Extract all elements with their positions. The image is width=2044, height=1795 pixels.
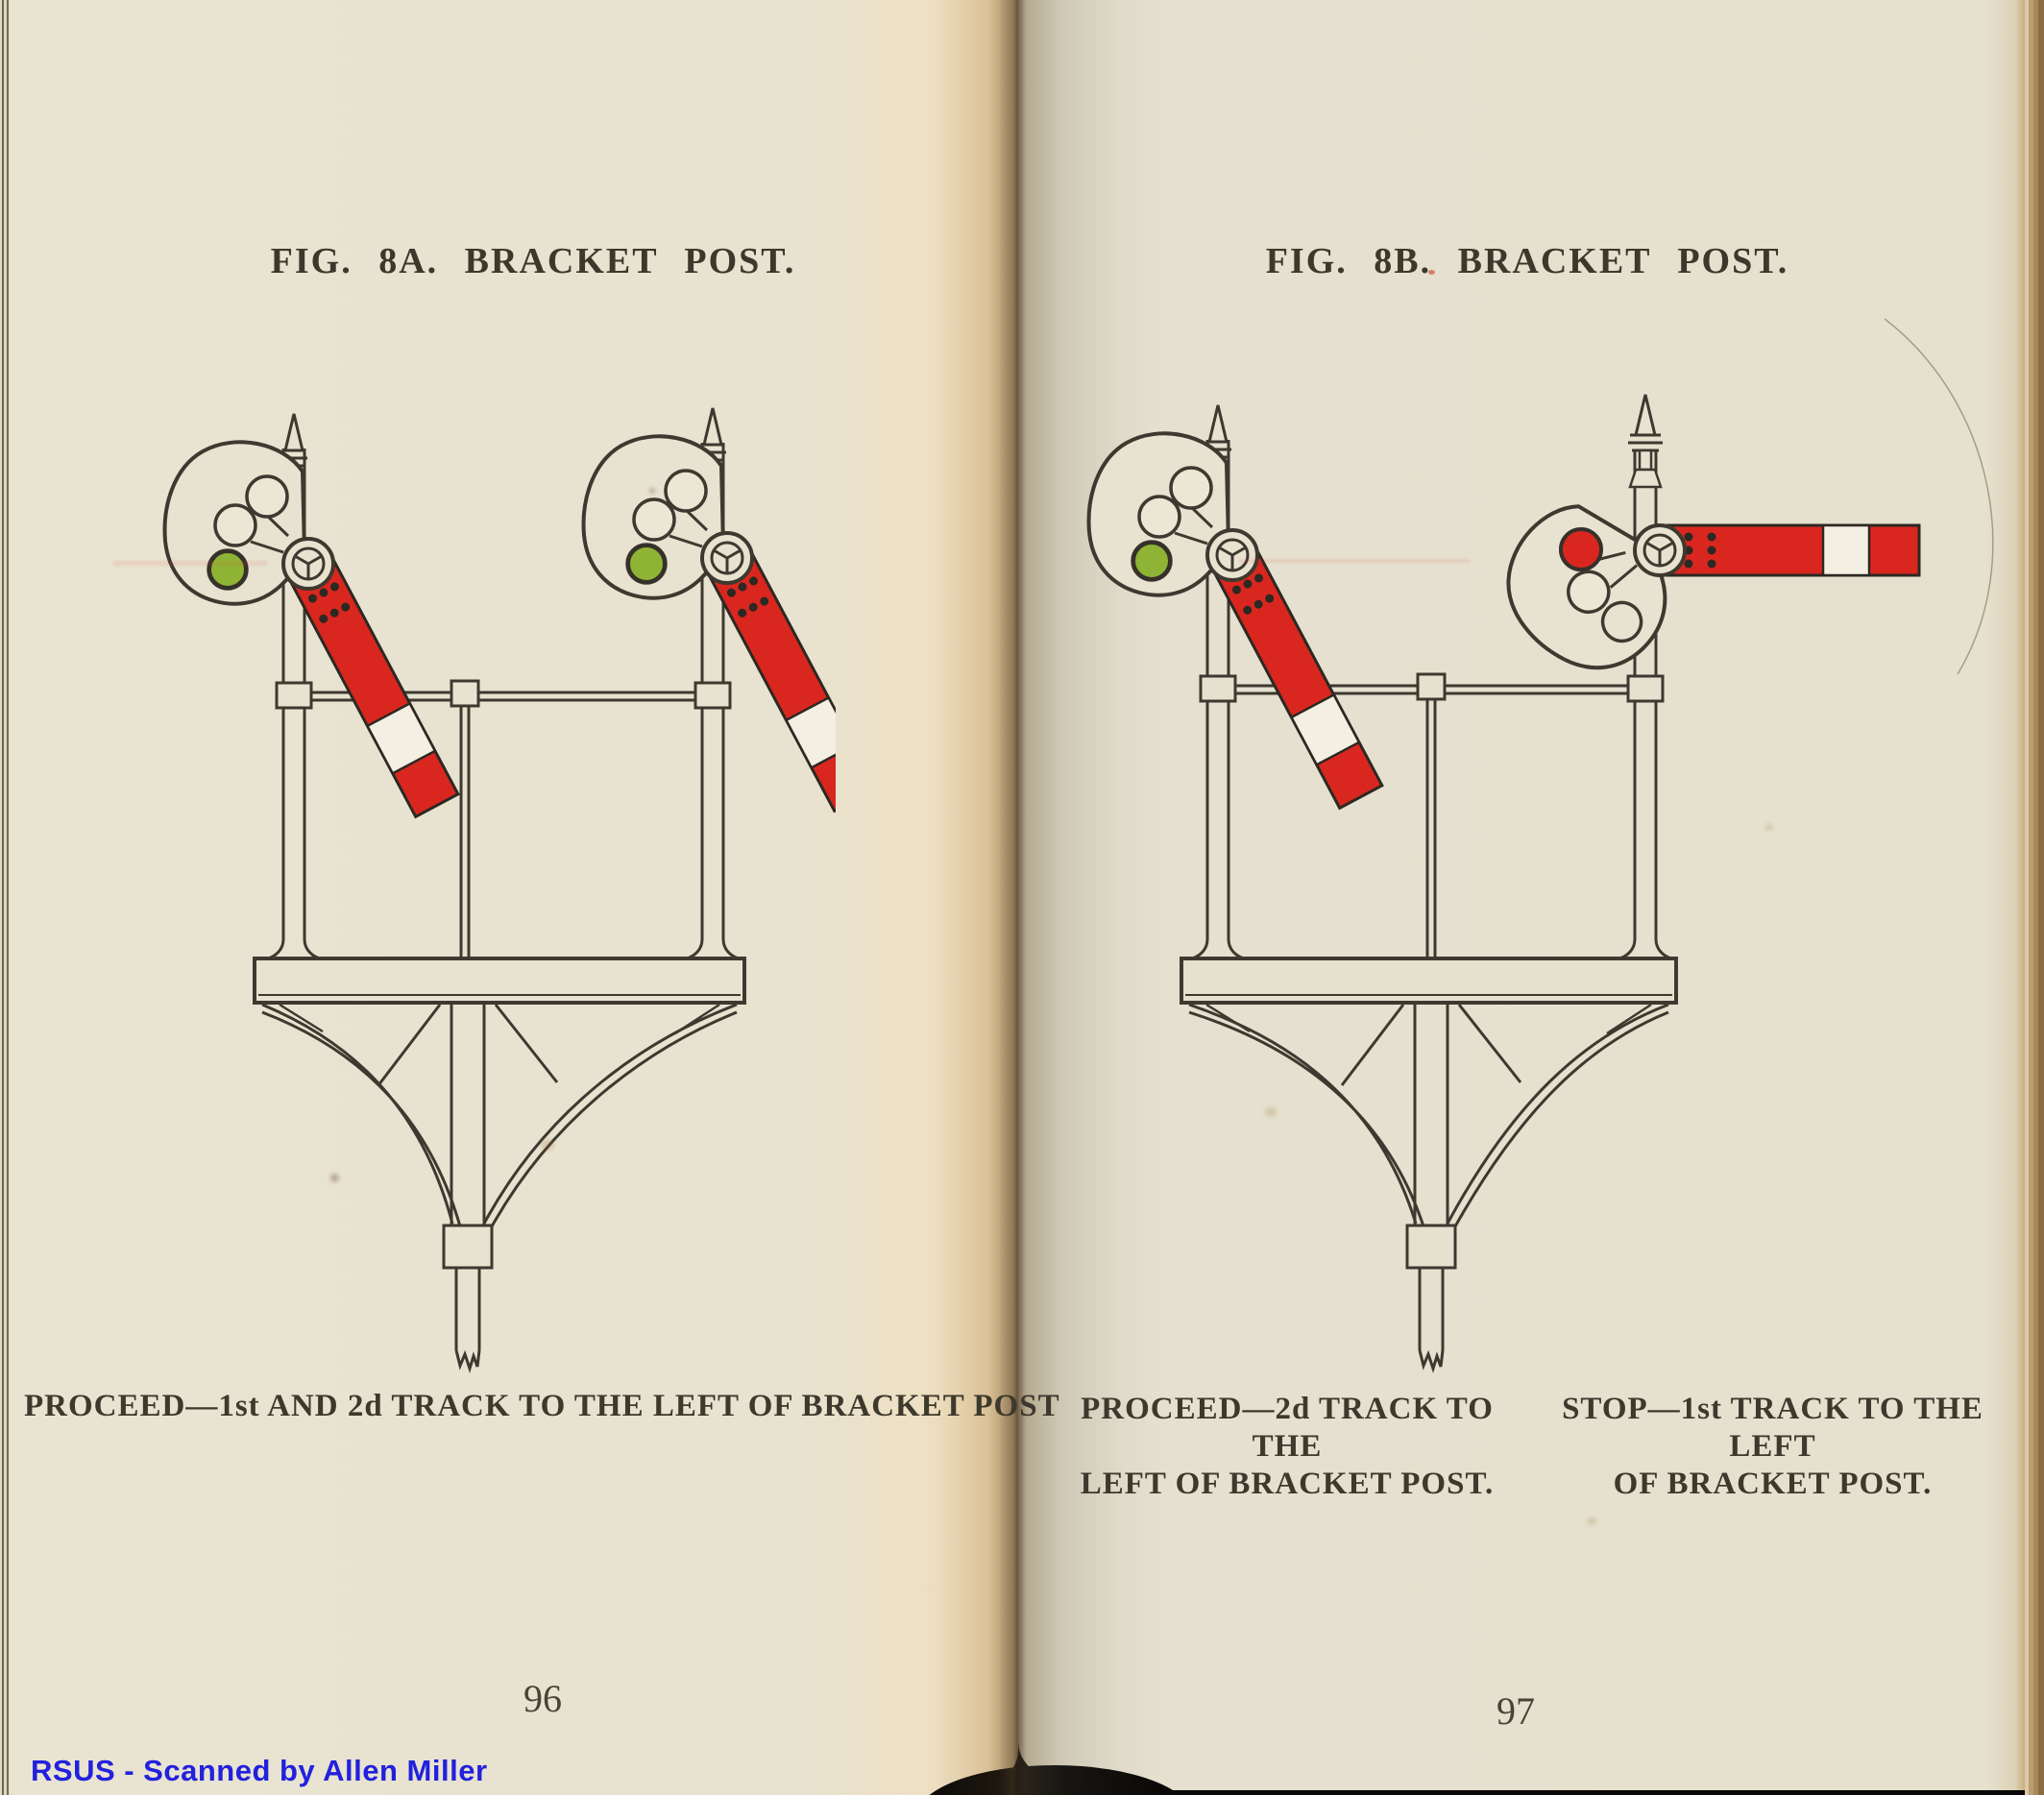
- scanner-watermark: RSUS - Scanned by Allen Miller: [31, 1754, 488, 1787]
- figure-8b-title: FIG. 8B. BRACKET POST.: [1265, 241, 1789, 281]
- paper-speck: [1587, 1517, 1596, 1525]
- paper-speck: [649, 488, 655, 494]
- page-number-96: 96: [523, 1677, 562, 1720]
- proceed-semaphore-signal: [1089, 405, 1382, 808]
- bracket-post-structure: [1180, 451, 1678, 1373]
- right-page-edge-stack: [2025, 0, 2044, 1795]
- print-ghost-smudge: [1239, 559, 1470, 563]
- paper-speck: [330, 1174, 339, 1182]
- caption-line: OF BRACKET POST.: [1613, 1467, 1933, 1501]
- figure-8a-title: FIG. 8A. BRACKET POST.: [270, 241, 796, 281]
- left-page: [10, 0, 1018, 1795]
- figure-8b-caption-proceed: PROCEED—2d TRACK TO THE LEFT OF BRACKET …: [1066, 1391, 1508, 1503]
- figure-8b-caption-stop: STOP—1st TRACK TO THE LEFT OF BRACKET PO…: [1530, 1391, 2015, 1503]
- proceed-semaphore-signal: [584, 408, 836, 811]
- page-number-97: 97: [1496, 1689, 1535, 1733]
- right-page: [1018, 0, 2025, 1790]
- fig-8a-diagram: [134, 317, 836, 1373]
- paper-speck: [1765, 824, 1773, 831]
- paper-speck: [541, 1139, 554, 1151]
- stop-semaphore-signal: [1480, 395, 1919, 693]
- fig-8b-diagram: [1057, 318, 1994, 1373]
- red-ink-speck: [1428, 270, 1435, 275]
- proceed-semaphore-signal: [165, 414, 458, 816]
- caption-line: LEFT OF BRACKET POST.: [1080, 1467, 1495, 1501]
- print-ghost-smudge: [113, 561, 267, 566]
- caption-line: PROCEED—2d TRACK TO THE: [1081, 1392, 1494, 1464]
- caption-line: STOP—1st TRACK TO THE LEFT: [1562, 1392, 1983, 1464]
- figure-8a-caption: PROCEED—1st AND 2d TRACK TO THE LEFT OF …: [24, 1389, 1060, 1423]
- arm-swing-arc-artifact: [1884, 318, 1994, 675]
- paper-speck: [1265, 1107, 1277, 1117]
